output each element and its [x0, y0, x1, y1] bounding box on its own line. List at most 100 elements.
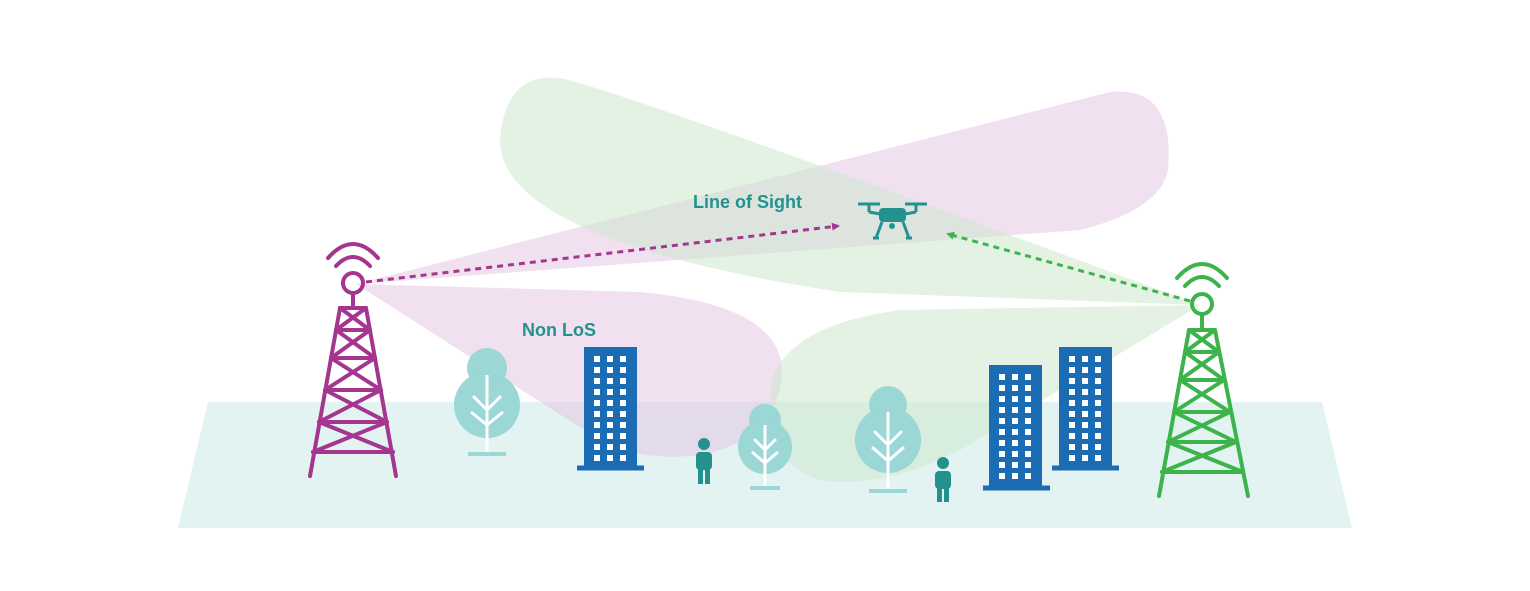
building-window — [999, 385, 1005, 391]
building-window — [620, 356, 626, 362]
building-window — [999, 451, 1005, 457]
building-window — [1082, 422, 1088, 428]
building-window — [1012, 451, 1018, 457]
tree-icon — [738, 404, 792, 490]
building-window — [1069, 455, 1075, 461]
building-window — [594, 422, 600, 428]
building-window — [1012, 462, 1018, 468]
building-window — [1095, 378, 1101, 384]
building-window — [1095, 433, 1101, 439]
building-window — [1069, 433, 1075, 439]
beam-right-upper — [500, 77, 1200, 305]
building-window — [1082, 433, 1088, 439]
building-icon — [983, 365, 1050, 491]
building-window — [1082, 356, 1088, 362]
building-window — [594, 356, 600, 362]
building-window — [1025, 440, 1031, 446]
non-los-label: Non LoS — [522, 320, 596, 340]
drone-icon — [858, 202, 927, 240]
building-window — [1012, 374, 1018, 380]
building-window — [1025, 462, 1031, 468]
building-window — [999, 374, 1005, 380]
building-window — [1025, 385, 1031, 391]
line-of-sight-label: Line of Sight — [693, 192, 802, 212]
building-window — [1095, 422, 1101, 428]
building-window — [1082, 367, 1088, 373]
building-window — [1095, 411, 1101, 417]
building-window — [1069, 389, 1075, 395]
building-icon — [1052, 347, 1119, 471]
building-window — [1012, 385, 1018, 391]
building-window — [1012, 440, 1018, 446]
building-window — [620, 444, 626, 450]
building-window — [1025, 473, 1031, 479]
los-signal-right — [946, 231, 1191, 303]
building-window — [620, 433, 626, 439]
building-window — [1095, 400, 1101, 406]
building-window — [620, 411, 626, 417]
building-window — [1082, 389, 1088, 395]
building-window — [607, 389, 613, 395]
building-window — [594, 455, 600, 461]
building-window — [620, 367, 626, 373]
building-window — [999, 407, 1005, 413]
building-window — [607, 433, 613, 439]
building-window — [1069, 356, 1075, 362]
building-window — [1025, 429, 1031, 435]
building-window — [594, 400, 600, 406]
building-window — [1025, 396, 1031, 402]
building-window — [620, 400, 626, 406]
building-window — [1069, 400, 1075, 406]
tree-icon — [855, 386, 921, 493]
building-window — [999, 429, 1005, 435]
building-window — [607, 444, 613, 450]
building-window — [1082, 455, 1088, 461]
building-window — [999, 473, 1005, 479]
building-window — [1025, 451, 1031, 457]
building-window — [1082, 400, 1088, 406]
building-window — [999, 462, 1005, 468]
building-window — [1095, 356, 1101, 362]
tree-icon — [454, 348, 520, 456]
building-window — [620, 455, 626, 461]
building-window — [607, 356, 613, 362]
los-signal-left — [365, 222, 840, 284]
building-window — [1082, 444, 1088, 450]
building-window — [1012, 473, 1018, 479]
building-window — [1082, 411, 1088, 417]
building-icon — [577, 347, 644, 471]
building-window — [594, 389, 600, 395]
person-icon — [935, 457, 951, 502]
building-window — [999, 440, 1005, 446]
building-window — [1069, 411, 1075, 417]
building-window — [607, 411, 613, 417]
person-icon — [696, 438, 712, 484]
building-window — [607, 422, 613, 428]
building-window — [999, 418, 1005, 424]
cell-tower-left-icon — [308, 242, 398, 478]
building-window — [1025, 407, 1031, 413]
building-window — [1012, 396, 1018, 402]
building-window — [1069, 444, 1075, 450]
beam-left-lower — [356, 284, 782, 457]
building-window — [1069, 422, 1075, 428]
building-window — [1095, 444, 1101, 450]
building-window — [1012, 407, 1018, 413]
building-window — [607, 367, 613, 373]
building-window — [1012, 418, 1018, 424]
building-window — [594, 444, 600, 450]
building-window — [607, 455, 613, 461]
building-window — [1025, 374, 1031, 380]
building-window — [620, 378, 626, 384]
building-window — [1095, 367, 1101, 373]
building-window — [607, 400, 613, 406]
building-window — [594, 411, 600, 417]
building-window — [1095, 455, 1101, 461]
building-window — [1069, 378, 1075, 384]
building-window — [999, 396, 1005, 402]
building-window — [1012, 429, 1018, 435]
building-window — [1095, 389, 1101, 395]
building-window — [1025, 418, 1031, 424]
building-window — [620, 422, 626, 428]
